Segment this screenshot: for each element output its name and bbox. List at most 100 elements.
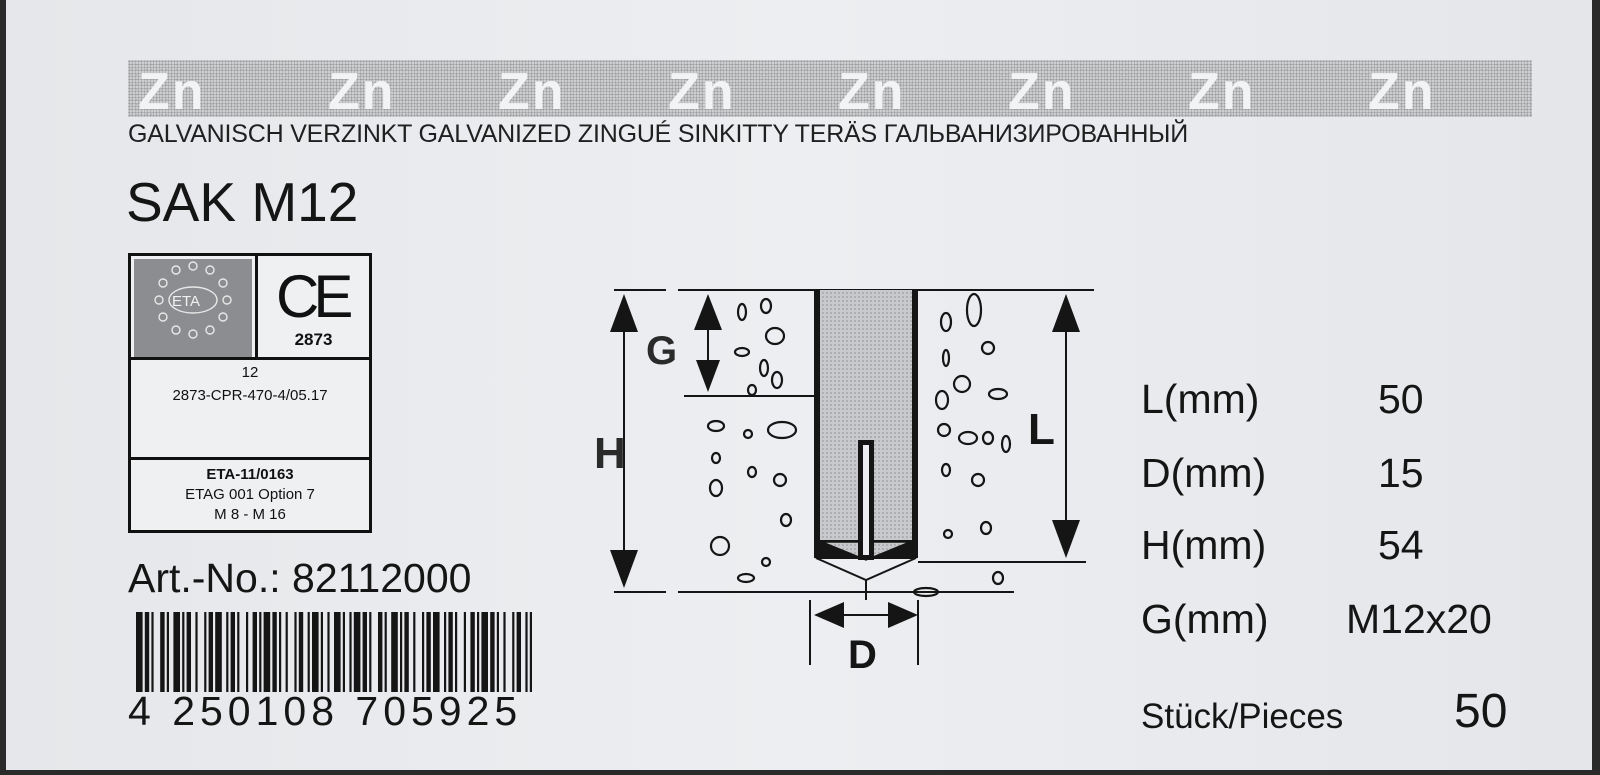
- eta-logo: ETA: [134, 259, 252, 357]
- size-range: M 8 - M 16: [214, 506, 286, 523]
- product-title: SAK M12: [126, 171, 359, 233]
- barcode-bar: [470, 612, 475, 692]
- barcode-bar: [259, 612, 262, 692]
- barcode-bar: [166, 612, 169, 692]
- spec-label-diameter: D(mm): [1141, 450, 1267, 496]
- diameter-label: D: [848, 633, 877, 677]
- barcode-bar: [413, 612, 416, 692]
- barcode-bar: [433, 612, 440, 692]
- article-label: Art.-No.:: [128, 555, 281, 601]
- anchor-body: [814, 290, 918, 600]
- barcode-bar: [307, 612, 310, 692]
- barcode-number: 4 250108 705925: [128, 688, 523, 734]
- length-label: L: [1028, 405, 1055, 454]
- barcode-bar: [263, 612, 271, 692]
- barcode: [136, 612, 532, 692]
- thread-label: G: [646, 329, 677, 373]
- zn-watermark: Zn: [668, 63, 736, 117]
- barcode-bar: [334, 612, 341, 692]
- dimension-arrows: [610, 294, 1080, 628]
- barcode-bar: [444, 612, 447, 692]
- zn-watermark: Zn: [138, 63, 206, 117]
- galvanized-strip-text: GALVANISCH VERZINKT GALVANIZED ZINGUÉ SI…: [128, 120, 1188, 148]
- barcode-bar: [496, 612, 499, 692]
- eta-logo-text: ETA: [172, 293, 201, 310]
- barcode-bar: [173, 612, 180, 692]
- anchor-diagram: H G L D: [594, 289, 1094, 677]
- spec-label-thread: G(mm): [1141, 596, 1269, 642]
- barcode-bar: [246, 612, 249, 692]
- spec-label-height: H(mm): [1141, 522, 1267, 568]
- barcode-bar: [529, 612, 532, 692]
- barcode-bar: [404, 612, 409, 692]
- barcode-bar: [279, 612, 282, 692]
- zn-watermark: Zn: [1368, 63, 1436, 117]
- barcode-bar: [503, 612, 506, 692]
- barcode-bar: [208, 612, 213, 692]
- zn-watermark: Zn: [838, 63, 906, 117]
- spec-value-thread: M12x20: [1346, 596, 1492, 642]
- cert-dop: 2873-CPR-470-4/05.17: [172, 387, 328, 404]
- barcode-bar: [426, 612, 431, 692]
- zn-watermark: Zn: [1188, 63, 1256, 117]
- barcode-bar: [230, 612, 235, 692]
- barcode-bar: [272, 612, 277, 692]
- barcode-bar: [463, 612, 466, 692]
- barcode-bar: [391, 612, 398, 692]
- barcode-bar: [400, 612, 403, 692]
- barcode-bar: [226, 612, 229, 692]
- eta-number: ETA-11/0163: [206, 466, 294, 483]
- barcode-bar: [378, 612, 383, 692]
- concrete-pores: [706, 292, 1012, 598]
- ce-mark-box: CE 2873: [255, 256, 369, 360]
- barcode-bar: [136, 612, 143, 692]
- barcode-bar: [342, 612, 345, 692]
- barcode-bar: [151, 612, 154, 692]
- divider: [131, 457, 369, 460]
- zn-watermark: Zn: [498, 63, 566, 117]
- barcode-bar: [481, 612, 488, 692]
- spec-value-diameter: 15: [1378, 450, 1424, 496]
- zn-watermark: Zn: [328, 63, 396, 117]
- eta-stars-icon: [154, 261, 232, 339]
- etag-text: ETAG 001 Option 7: [185, 486, 315, 503]
- barcode-bar: [512, 612, 515, 692]
- zn-pattern-band: Zn Zn Zn Zn Zn Zn Zn Zn: [128, 60, 1532, 117]
- certification-box: ETA CE 2873 12 2873-CPR-470-4/05.17 ETA-…: [128, 253, 372, 533]
- zn-watermark: Zn: [1008, 63, 1076, 117]
- article-number: Art.-No.: 82112000: [128, 555, 471, 602]
- barcode-bar: [320, 612, 323, 692]
- barcode-bar: [204, 612, 207, 692]
- barcode-bar: [294, 612, 297, 692]
- ce-number: 2873: [294, 330, 333, 349]
- barcode-bar: [362, 612, 367, 692]
- spec-value-length: 50: [1378, 376, 1424, 422]
- pieces-value: 50: [1454, 685, 1508, 738]
- spec-value-height: 54: [1378, 522, 1424, 568]
- barcode-bar: [215, 612, 222, 692]
- barcode-bar: [285, 612, 288, 692]
- barcode-bar: [490, 612, 495, 692]
- barcode-bar: [353, 612, 361, 692]
- spec-label-length: L(mm): [1141, 376, 1260, 422]
- barcode-bar: [327, 612, 330, 692]
- barcode-bar: [349, 612, 352, 692]
- barcode-bar: [516, 612, 521, 692]
- barcode-bar: [195, 612, 198, 692]
- barcode-bar: [237, 612, 240, 692]
- barcode-bar: [298, 612, 304, 692]
- pieces-label: Stück/Pieces: [1141, 697, 1344, 736]
- barcode-bar: [312, 612, 319, 692]
- height-label: H: [594, 429, 626, 478]
- article-value: 82112000: [292, 555, 472, 601]
- cert-year: 12: [241, 364, 259, 381]
- ce-mark: CE: [276, 263, 353, 330]
- barcode-bar: [182, 612, 185, 692]
- barcode-bar: [369, 612, 372, 692]
- barcode-bar: [160, 612, 165, 692]
- barcode-bar: [384, 612, 387, 692]
- barcode-bar: [252, 612, 257, 692]
- barcode-bar: [186, 612, 191, 692]
- product-label: Zn Zn Zn Zn Zn Zn Zn Zn GALVANISCH VERZI…: [6, 0, 1592, 770]
- barcode-bar: [448, 612, 453, 692]
